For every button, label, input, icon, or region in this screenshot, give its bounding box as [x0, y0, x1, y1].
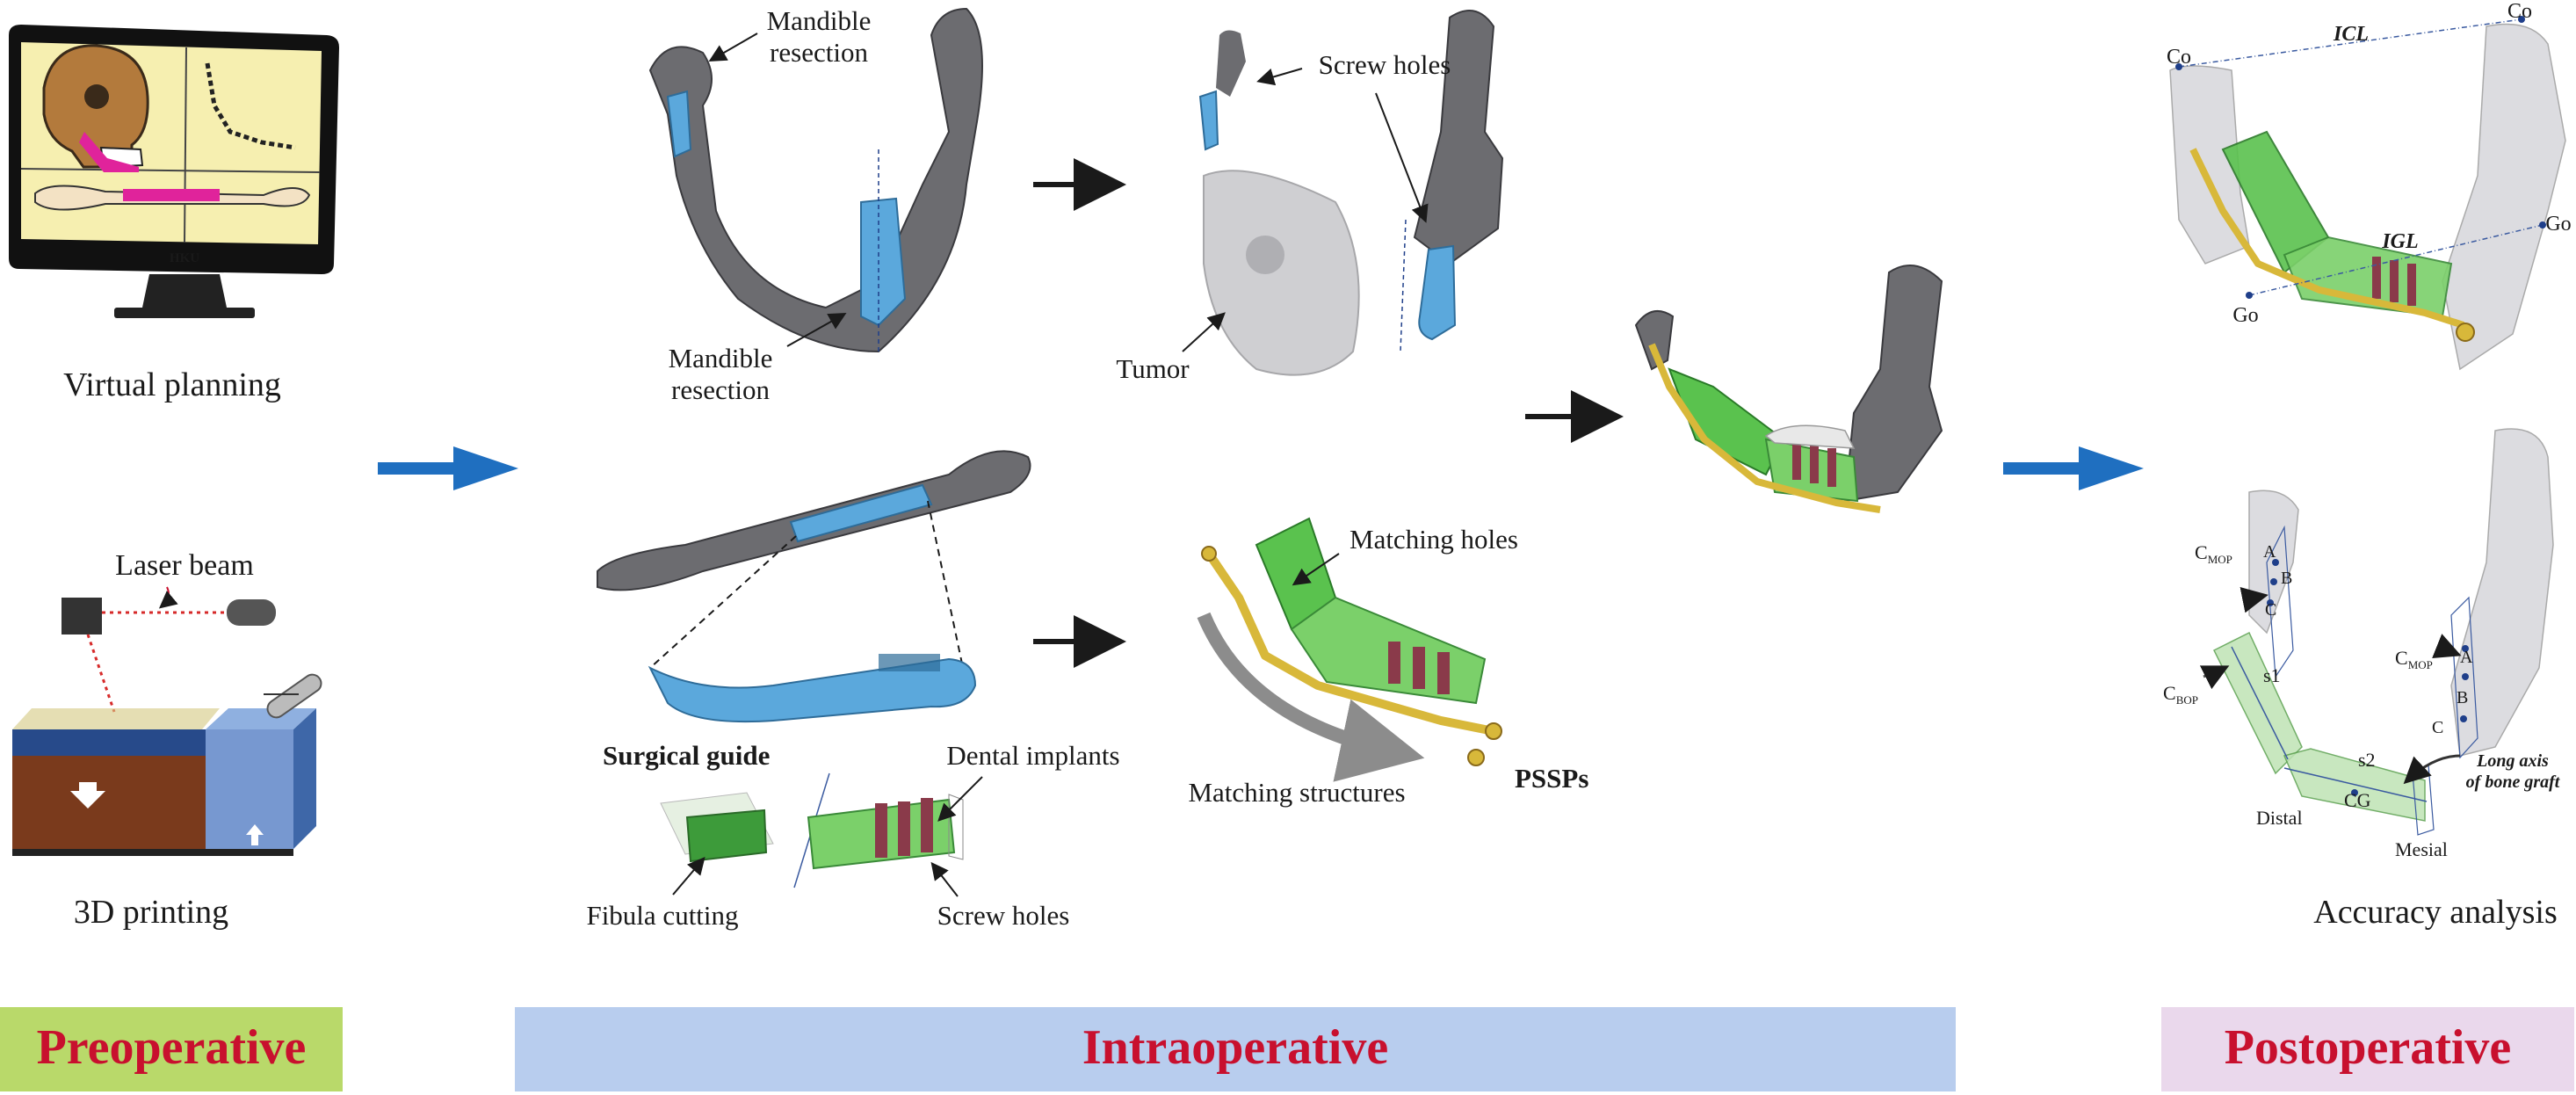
- mandible-resection-bottom-line1: Mandible: [669, 343, 773, 373]
- plate-preview-icon: [205, 62, 296, 150]
- postop-mandible-bottom-image: [2199, 428, 2554, 836]
- igl-label: IGL: [2381, 230, 2418, 253]
- go-right-label: Go: [2545, 213, 2571, 236]
- s2-label: s2: [2358, 749, 2376, 771]
- intraoperative-label: Intraoperative: [1082, 1020, 1388, 1075]
- pssps-label: PSSPs: [1515, 763, 1588, 794]
- fibula-with-guide-image: [597, 450, 1031, 723]
- c-bop-label: CBOP: [2163, 682, 2198, 707]
- co-left-label: Co: [2167, 46, 2191, 69]
- flow-arrow-intraop-to-postop: [2003, 446, 2144, 490]
- point-b-right-label: B: [2457, 688, 2468, 707]
- point-c-left-label: C: [2265, 600, 2276, 620]
- cg-label: CG: [2344, 789, 2371, 811]
- distal-label: Distal: [2256, 807, 2303, 829]
- accuracy-analysis-label: Accuracy analysis: [2313, 894, 2558, 931]
- go-left-label: Go: [2232, 304, 2258, 327]
- screw-holes-bottom-label: Screw holes: [937, 900, 1070, 931]
- postoperative-band: [2161, 1007, 2574, 1091]
- printer-illustration: [12, 598, 322, 856]
- preoperative-band: [0, 1007, 343, 1091]
- reconstructed-mandible-image: [1634, 265, 1943, 513]
- svg-text:CMOP: CMOP: [2395, 647, 2433, 671]
- screw-holes-top-label: Screw holes: [1319, 49, 1451, 80]
- monitor-brand-label: HKU: [170, 251, 199, 265]
- tumor-label: Tumor: [1116, 353, 1190, 384]
- co-right-label: Co: [2507, 0, 2532, 23]
- preoperative-label: Preoperative: [37, 1020, 307, 1075]
- virtual-planning-label: Virtual planning: [63, 366, 281, 403]
- resected-mandible-image: [1198, 10, 1504, 376]
- s1-label: s1: [2263, 664, 2281, 686]
- skull-icon: [42, 44, 149, 172]
- svg-text:CBOP: CBOP: [2163, 682, 2198, 707]
- point-a-left-label: A: [2263, 542, 2276, 562]
- matching-holes-label: Matching holes: [1350, 524, 1518, 555]
- pssp-with-graft-image: [1197, 517, 1502, 782]
- point-c-right-label: C: [2432, 718, 2443, 737]
- matching-structures-label: Matching structures: [1188, 777, 1405, 808]
- mandible-resection-top-line2: resection: [770, 37, 868, 68]
- mesial-label: Mesial: [2395, 838, 2448, 860]
- flow-arrow-preop-to-intraop: [378, 446, 518, 490]
- dental-implants-label: Dental implants: [946, 740, 1119, 771]
- point-a-right-label: A: [2460, 648, 2473, 667]
- point-b-left-label: B: [2281, 569, 2292, 588]
- intraoperative-band: [515, 1007, 1956, 1091]
- fibula-cutting-label: Fibula cutting: [586, 900, 738, 931]
- long-axis-line2: of bone graft: [2466, 772, 2561, 792]
- c-mop-right-label: CMOP: [2395, 647, 2433, 671]
- surgical-guide-label: Surgical guide: [603, 740, 770, 771]
- long-axis-line1: Long axis: [2476, 751, 2549, 771]
- fibula-segments-image: [660, 772, 964, 888]
- planning-monitor: HKU: [9, 25, 339, 318]
- postoperative-label: Postoperative: [2225, 1020, 2512, 1075]
- svg-text:CMOP: CMOP: [2195, 541, 2232, 566]
- laser-beam-label: Laser beam: [115, 549, 254, 582]
- mandible-resection-top-line1: Mandible: [767, 5, 872, 36]
- mandible-resection-bottom-line2: resection: [671, 374, 770, 405]
- c-mop-left-label: CMOP: [2195, 541, 2232, 566]
- mandible-with-guides-image: [648, 7, 983, 353]
- fibula-preview-icon: [34, 185, 311, 211]
- postop-mandible-top-image: [2169, 16, 2566, 371]
- printing-label: 3D printing: [74, 894, 228, 931]
- icl-label: ICL: [2333, 23, 2369, 46]
